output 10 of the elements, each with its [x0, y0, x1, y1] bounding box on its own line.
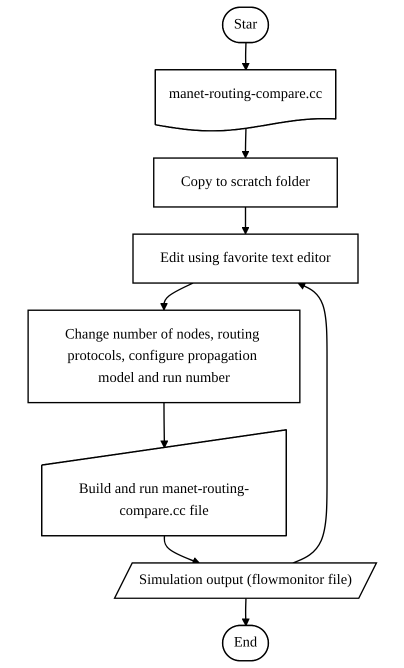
arrow — [241, 598, 250, 626]
arrow — [160, 282, 194, 311]
arrow — [241, 128, 250, 158]
node-box: Change number of nodes, routing protocols, configure propagation model and run number — [27, 310, 300, 404]
arrow — [241, 206, 250, 234]
node-box: Copy to scratch folder — [152, 157, 338, 208]
arrow — [241, 43, 250, 71]
node-box: Edit using favorite text editor — [132, 233, 358, 284]
arrow — [163, 536, 200, 564]
arrow — [160, 402, 168, 448]
